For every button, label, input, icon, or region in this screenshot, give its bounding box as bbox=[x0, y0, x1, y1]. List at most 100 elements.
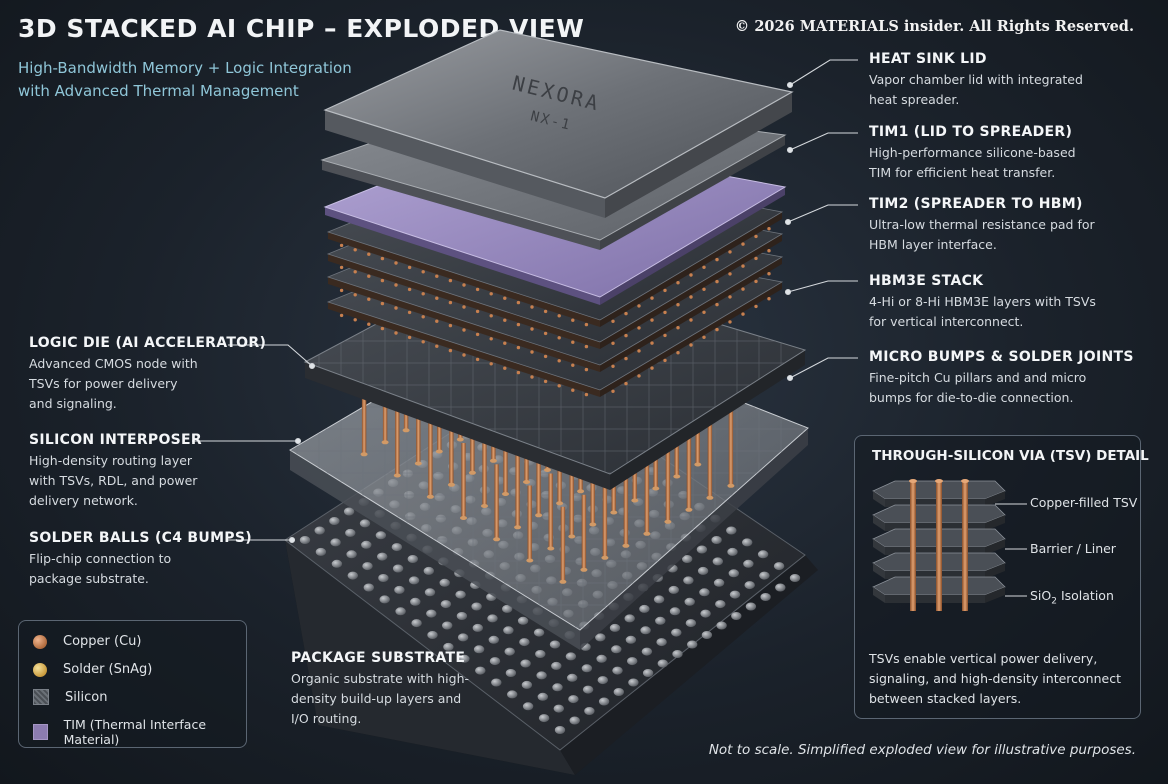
solder-ball bbox=[700, 609, 711, 618]
copper-pillar bbox=[590, 449, 595, 525]
solder-ball bbox=[314, 526, 325, 535]
copper-pillar bbox=[494, 464, 499, 540]
solder-ball bbox=[552, 683, 563, 692]
solder-ball bbox=[731, 612, 742, 620]
solder-ball bbox=[789, 574, 801, 582]
solder-dot-icon bbox=[33, 662, 47, 677]
solder-ball bbox=[331, 559, 343, 568]
copper-pillar bbox=[707, 422, 713, 498]
solder-ball bbox=[407, 555, 418, 563]
copyright-notice: © 2026 MATERIALS insider. All Rights Res… bbox=[734, 18, 1134, 35]
solder-ball bbox=[517, 616, 529, 625]
copper-pillar bbox=[449, 409, 454, 485]
solder-ball bbox=[377, 552, 388, 561]
pillar-bump bbox=[493, 537, 501, 542]
solder-ball bbox=[505, 669, 517, 677]
solder-ball bbox=[672, 650, 683, 658]
solder-ball bbox=[538, 714, 550, 723]
pillar-bump bbox=[402, 428, 410, 433]
pillar-bump bbox=[381, 440, 389, 445]
callout-title: HEAT SINK LID bbox=[869, 51, 987, 67]
solder-ball bbox=[655, 616, 666, 625]
solder-ball bbox=[426, 609, 437, 618]
solder-ball bbox=[584, 707, 595, 715]
solder-ball bbox=[489, 657, 501, 666]
callout-title: HBM3E STACK bbox=[869, 273, 984, 289]
solder-ball bbox=[504, 647, 515, 656]
solder-ball bbox=[330, 538, 341, 547]
callout-title: PACKAGE SUBSTRATE bbox=[291, 650, 466, 666]
tsv-label-barrier: Barrier / Liner bbox=[1030, 541, 1116, 556]
pillar-bump bbox=[435, 449, 443, 454]
pillar-bump bbox=[523, 480, 530, 484]
callout-logic-die: LOGIC DIE (AI ACCELERATOR) Advanced CMOS… bbox=[29, 335, 266, 414]
solder-ball bbox=[503, 626, 514, 635]
callout-desc: High-density routing layer with TSVs, RD… bbox=[29, 453, 198, 508]
solder-ball bbox=[343, 507, 355, 516]
page-subtitle: High-Bandwidth Memory + Logic Integratio… bbox=[18, 59, 352, 100]
pillar-bump bbox=[685, 507, 693, 512]
silicon-swatch-icon bbox=[33, 689, 49, 705]
pillar-bump bbox=[535, 513, 543, 518]
solder-ball bbox=[612, 666, 623, 675]
copper-pillar bbox=[503, 419, 508, 494]
solder-ball bbox=[456, 612, 468, 620]
solder-ball bbox=[671, 628, 682, 637]
callout-desc: Advanced CMOS node with TSVs for power d… bbox=[29, 356, 198, 411]
heat-sink-lid: NEXORA NX-1 bbox=[323, 29, 794, 218]
solder-ball bbox=[728, 569, 739, 578]
solder-ball bbox=[533, 628, 545, 637]
solder-ball bbox=[639, 604, 650, 613]
tsv-detail-title: THROUGH-SILICON VIA (TSV) DETAIL bbox=[872, 448, 1149, 464]
solder-ball bbox=[565, 652, 577, 661]
solder-ball bbox=[522, 702, 534, 711]
solder-ball bbox=[685, 619, 697, 628]
solder-ball bbox=[669, 607, 681, 616]
pillar-bump bbox=[694, 462, 702, 467]
solder-ball bbox=[668, 585, 679, 594]
solder-ball bbox=[582, 685, 594, 694]
solder-ball bbox=[743, 559, 754, 568]
solder-ball bbox=[411, 619, 422, 628]
legend-item-tim: TIM (Thermal Interface Material) bbox=[33, 717, 246, 747]
solder-ball bbox=[359, 519, 371, 528]
copper-pillar bbox=[581, 494, 587, 570]
solder-ball bbox=[439, 578, 450, 587]
pillar-bump bbox=[556, 501, 564, 506]
solder-ball bbox=[696, 545, 708, 554]
solder-ball bbox=[410, 597, 421, 606]
solder-ball bbox=[551, 661, 562, 670]
callout-title: SILICON INTERPOSER bbox=[29, 432, 202, 448]
leader-lines bbox=[192, 59, 858, 544]
copper-pillar bbox=[548, 473, 553, 549]
copper-pillar bbox=[536, 440, 541, 516]
callout-desc: Ultra-low thermal resistance pad for HBM… bbox=[869, 217, 1095, 252]
copper-pillar bbox=[361, 379, 367, 455]
tsv-label-isolation: SiO2 Isolation bbox=[1030, 588, 1114, 607]
callout-package-substrate: PACKAGE SUBSTRATE Organic substrate with… bbox=[291, 650, 491, 729]
pillar-bump bbox=[568, 534, 576, 539]
callout-title: TIM2 (SPREADER TO HBM) bbox=[869, 196, 1083, 212]
solder-ball bbox=[457, 633, 469, 642]
legend-item-silicon: Silicon bbox=[33, 689, 107, 705]
callout-desc: Flip-chip connection to package substrat… bbox=[29, 551, 172, 586]
copper-dot-icon bbox=[33, 634, 47, 649]
solder-ball bbox=[568, 695, 579, 704]
copper-pillar bbox=[665, 446, 671, 522]
pillar-bump bbox=[589, 522, 597, 527]
solder-ball bbox=[347, 571, 358, 580]
copper-pillar bbox=[560, 506, 566, 582]
solder-ball bbox=[443, 642, 454, 651]
tsv-stack-illustration bbox=[872, 479, 1027, 611]
legend-item-copper: Copper (Cu) bbox=[33, 634, 141, 649]
tsv-copper-via bbox=[936, 481, 942, 611]
solder-ball bbox=[715, 600, 726, 609]
solder-ball bbox=[712, 557, 723, 566]
solder-ball bbox=[395, 607, 406, 616]
solder-ball bbox=[475, 666, 486, 675]
copper-pillar bbox=[686, 434, 692, 510]
solder-ball bbox=[657, 659, 668, 668]
pillar-bump bbox=[547, 546, 555, 551]
solder-ball bbox=[713, 578, 725, 587]
solder-ball bbox=[611, 645, 622, 654]
